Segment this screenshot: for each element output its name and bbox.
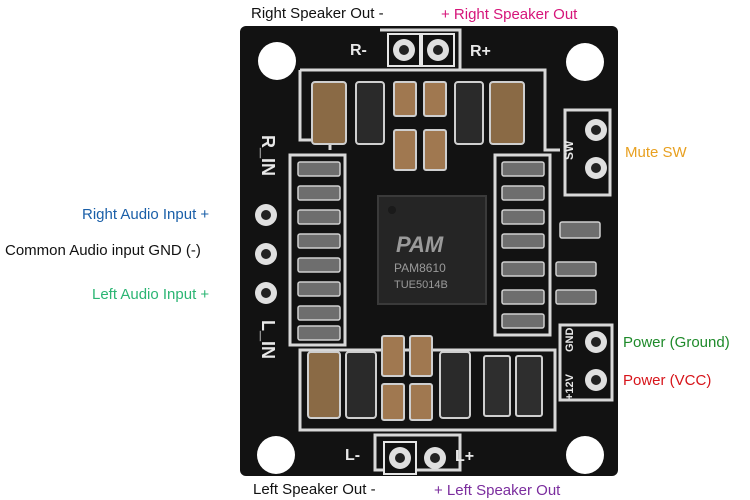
smd-inductor bbox=[355, 81, 385, 145]
mount-hole bbox=[257, 436, 295, 474]
smd-resistor bbox=[555, 261, 597, 277]
silk-l-minus: L- bbox=[345, 447, 360, 464]
smd-resistor bbox=[501, 313, 545, 329]
left-speaker-out-neg-label: Left Speaker Out - bbox=[253, 481, 376, 498]
silk-r-minus: R- bbox=[350, 42, 367, 59]
silk-l-in: L_IN bbox=[258, 320, 278, 359]
chip-code: TUE5014B bbox=[394, 279, 448, 291]
smd-resistor bbox=[501, 161, 545, 177]
smd-resistor bbox=[501, 261, 545, 277]
silk-outline bbox=[288, 153, 347, 347]
smd-capacitor bbox=[393, 129, 417, 171]
right-audio-input-label: Right Audio Input + bbox=[82, 206, 210, 223]
silk-12v: +12V bbox=[564, 373, 576, 400]
smd-resistor bbox=[297, 281, 341, 297]
silk-outline bbox=[300, 68, 560, 152]
silk-r-in: R_IN bbox=[258, 135, 278, 176]
silk-r-plus: R+ bbox=[470, 43, 491, 60]
chip-logo: PAM bbox=[396, 232, 444, 257]
smd-diode bbox=[483, 355, 511, 417]
smd-resistor bbox=[297, 257, 341, 273]
left-audio-input-label: Left Audio Input + bbox=[92, 286, 210, 303]
smd-capacitor bbox=[489, 81, 525, 145]
smd-resistor bbox=[297, 185, 341, 201]
smd-resistor bbox=[501, 209, 545, 225]
silk-gnd: GND bbox=[564, 328, 576, 353]
chip-part: PAM8610 bbox=[394, 261, 446, 275]
right-speaker-out-neg-label: Right Speaker Out - bbox=[251, 5, 384, 22]
smd-resistor bbox=[297, 305, 341, 321]
smd-capacitor bbox=[311, 81, 347, 145]
mount-hole bbox=[566, 43, 604, 81]
smd-resistor bbox=[555, 289, 597, 305]
smd-resistor bbox=[501, 289, 545, 305]
smd-inductor bbox=[439, 351, 471, 419]
silk-outline bbox=[298, 348, 557, 432]
smd-resistor bbox=[501, 233, 545, 249]
pam8610-chip bbox=[377, 195, 487, 305]
smd-capacitor bbox=[381, 383, 405, 421]
smd-capacitor bbox=[381, 335, 405, 377]
smd-resistor bbox=[501, 185, 545, 201]
silk-outline bbox=[558, 323, 614, 402]
smd-resistor bbox=[297, 209, 341, 225]
smd-capacitor bbox=[393, 81, 417, 117]
smd-resistor bbox=[297, 325, 341, 341]
smd-inductor bbox=[454, 81, 484, 145]
silk-l-plus: L+ bbox=[455, 448, 474, 465]
smd-resistor bbox=[297, 233, 341, 249]
smd-diode bbox=[515, 355, 543, 417]
smd-resistor bbox=[297, 161, 341, 177]
silk-outline bbox=[380, 28, 462, 70]
left-speaker-out-pos-label: + Left Speaker Out bbox=[434, 482, 561, 499]
smd-capacitor bbox=[423, 129, 447, 171]
mount-hole bbox=[566, 436, 604, 474]
common-gnd-label: Common Audio input GND (-) bbox=[5, 242, 201, 259]
smd-capacitor bbox=[423, 81, 447, 117]
smd-capacitor bbox=[307, 351, 341, 419]
mount-hole bbox=[258, 42, 296, 80]
right-speaker-out-pos-label: + Right Speaker Out bbox=[441, 6, 578, 23]
smd-capacitor bbox=[409, 383, 433, 421]
silk-outline bbox=[373, 433, 462, 472]
power-vcc-label: Power (VCC) bbox=[623, 372, 712, 389]
mute-sw-label: Mute SW bbox=[625, 144, 687, 161]
smd-inductor bbox=[345, 351, 377, 419]
silk-sw: SW bbox=[562, 140, 576, 160]
silk-outline bbox=[493, 153, 552, 337]
smd-resistor bbox=[559, 221, 601, 239]
power-ground-label: Power (Ground) bbox=[623, 334, 730, 351]
silk-outline bbox=[563, 108, 612, 197]
smd-capacitor bbox=[409, 335, 433, 377]
